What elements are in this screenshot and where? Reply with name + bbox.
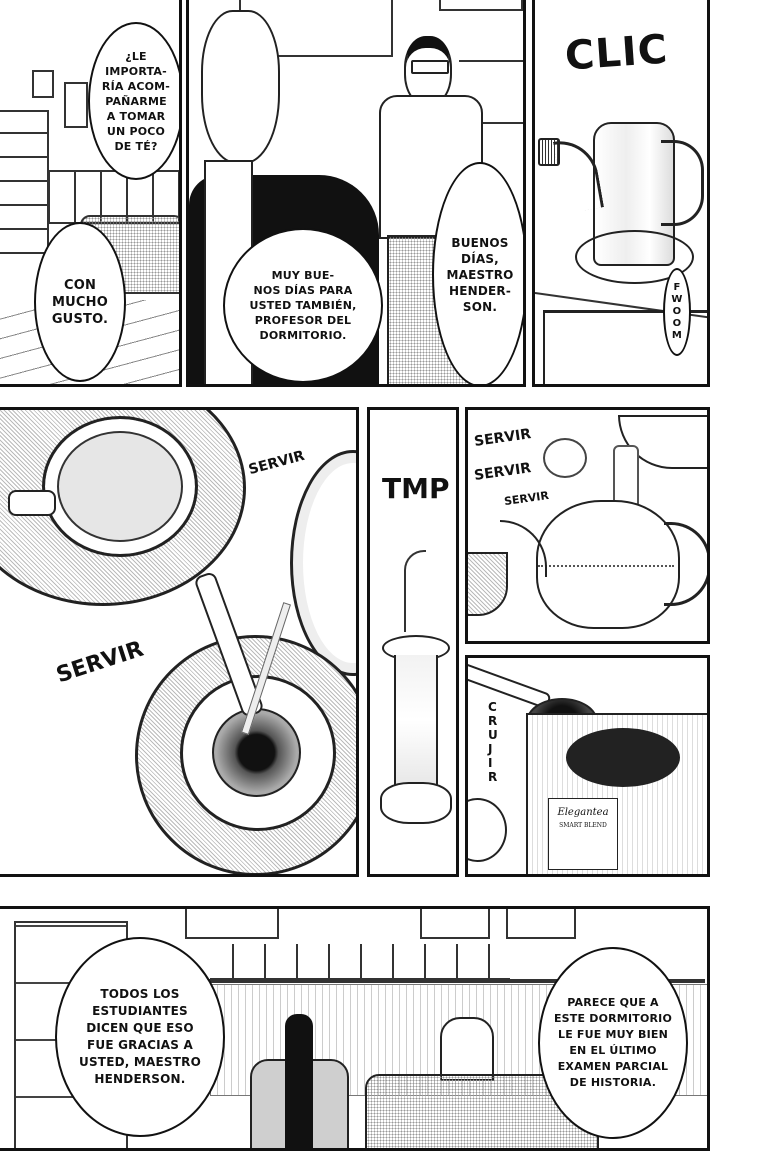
oven-door — [543, 310, 707, 384]
water-stream — [613, 445, 639, 509]
tin-opening — [566, 728, 680, 787]
sfx-servir: SERVIR — [473, 426, 533, 450]
sfx-fwoom: F W O O M — [671, 282, 683, 341]
wall-frame — [506, 909, 576, 939]
wall-frame — [439, 0, 523, 11]
picture-frame — [32, 70, 54, 98]
picture-frame — [64, 82, 88, 128]
shelf — [459, 60, 523, 124]
panel-kettle: CLIC F W O O M — [532, 0, 710, 387]
panel-office-conversation: TODOS LOS ESTUDIANTES DICEN QUE ESO FUE … — [0, 906, 710, 1151]
panel-office-invitation: ¿LE IMPORTA- RÍA ACOM- PAÑARME A TOMAR U… — [0, 0, 182, 387]
tea-strainer — [212, 708, 301, 797]
teacup-top — [42, 416, 198, 557]
stove-burner — [575, 230, 694, 284]
speech-bubble: MUY BUE- NOS DÍAS PARA USTED TAMBIÉN, PR… — [223, 228, 383, 383]
sfx-servir: SERVIR — [473, 460, 533, 484]
bubble-text: PARECE QUE A ESTE DORMITORIO LE FUE MUY … — [553, 996, 673, 1089]
stove-knob — [538, 138, 560, 166]
teapot-edge — [290, 450, 356, 676]
trophy-frames — [210, 944, 510, 979]
tin-label: Elegantea SMART BLEND — [548, 798, 618, 870]
teacup-handle — [8, 490, 56, 516]
teapot-band — [538, 565, 674, 571]
panel-greeting: MUY BUE- NOS DÍAS PARA USTED TAMBIÉN, PR… — [186, 0, 526, 387]
panel-teapot-pour: SERVIR SERVIR SERVIR — [465, 407, 710, 644]
old-man-head — [201, 10, 280, 164]
saucer-edge — [468, 798, 507, 862]
sfx-crujir: C R U J I R — [488, 700, 498, 784]
hourglass-glass — [394, 655, 438, 785]
bubble-text: BUENOS DÍAS, MAESTRO HENDER- SON. — [446, 235, 514, 314]
kettle-handle — [661, 140, 704, 226]
panel-hourglass: TMP — [367, 407, 459, 877]
steam-line — [404, 550, 426, 632]
hourglass-base — [380, 782, 452, 824]
panel-tea-tin: C R U J I R Elegantea SMART BLEND — [465, 655, 710, 877]
sfx-tmp: TMP — [382, 472, 450, 505]
dorm-teacher-figure — [440, 1017, 494, 1081]
sfx-clic: CLIC — [563, 26, 670, 80]
speech-bubble: BUENOS DÍAS, MAESTRO HENDER- SON. — [432, 162, 523, 384]
tin-product: SMART BLEND — [559, 822, 607, 829]
henderson-figure — [285, 1014, 313, 1148]
sfx-bubble: F W O O M — [663, 268, 691, 356]
speech-bubble: ¿LE IMPORTA- RÍA ACOM- PAÑARME A TOMAR U… — [88, 22, 179, 180]
bookshelf — [0, 110, 49, 254]
panel-serving-tea-cups: SERVIR SERVIR — [0, 407, 359, 877]
speech-bubble: TODOS LOS ESTUDIANTES DICEN QUE ESO FUE … — [55, 937, 225, 1137]
speech-bubble: CON MUCHO GUSTO. — [34, 222, 126, 382]
trophy-shelf — [205, 979, 705, 983]
sfx-servir: SERVIR — [53, 636, 147, 689]
teapot-body — [536, 500, 680, 629]
bubble-text: MUY BUE- NOS DÍAS PARA USTED TAMBIÉN, PR… — [249, 269, 357, 342]
cup-edge — [468, 552, 508, 616]
wall-frame — [185, 909, 279, 939]
steam-cloud — [543, 438, 587, 478]
sfx-servir: SERVIR — [503, 488, 550, 509]
tin-brand: Elegantea — [557, 807, 609, 818]
sfx-servir: SERVIR — [246, 447, 307, 479]
wall-frame — [420, 909, 490, 939]
glasses — [411, 60, 449, 74]
bubble-text: CON MUCHO GUSTO. — [51, 277, 109, 327]
speech-bubble: PARECE QUE A ESTE DORMITORIO LE FUE MUY … — [538, 947, 688, 1139]
teapot-handle — [664, 522, 707, 606]
bubble-text: ¿LE IMPORTA- RÍA ACOM- PAÑARME A TOMAR U… — [101, 49, 171, 153]
bubble-text: TODOS LOS ESTUDIANTES DICEN QUE ESO FUE … — [79, 987, 201, 1086]
